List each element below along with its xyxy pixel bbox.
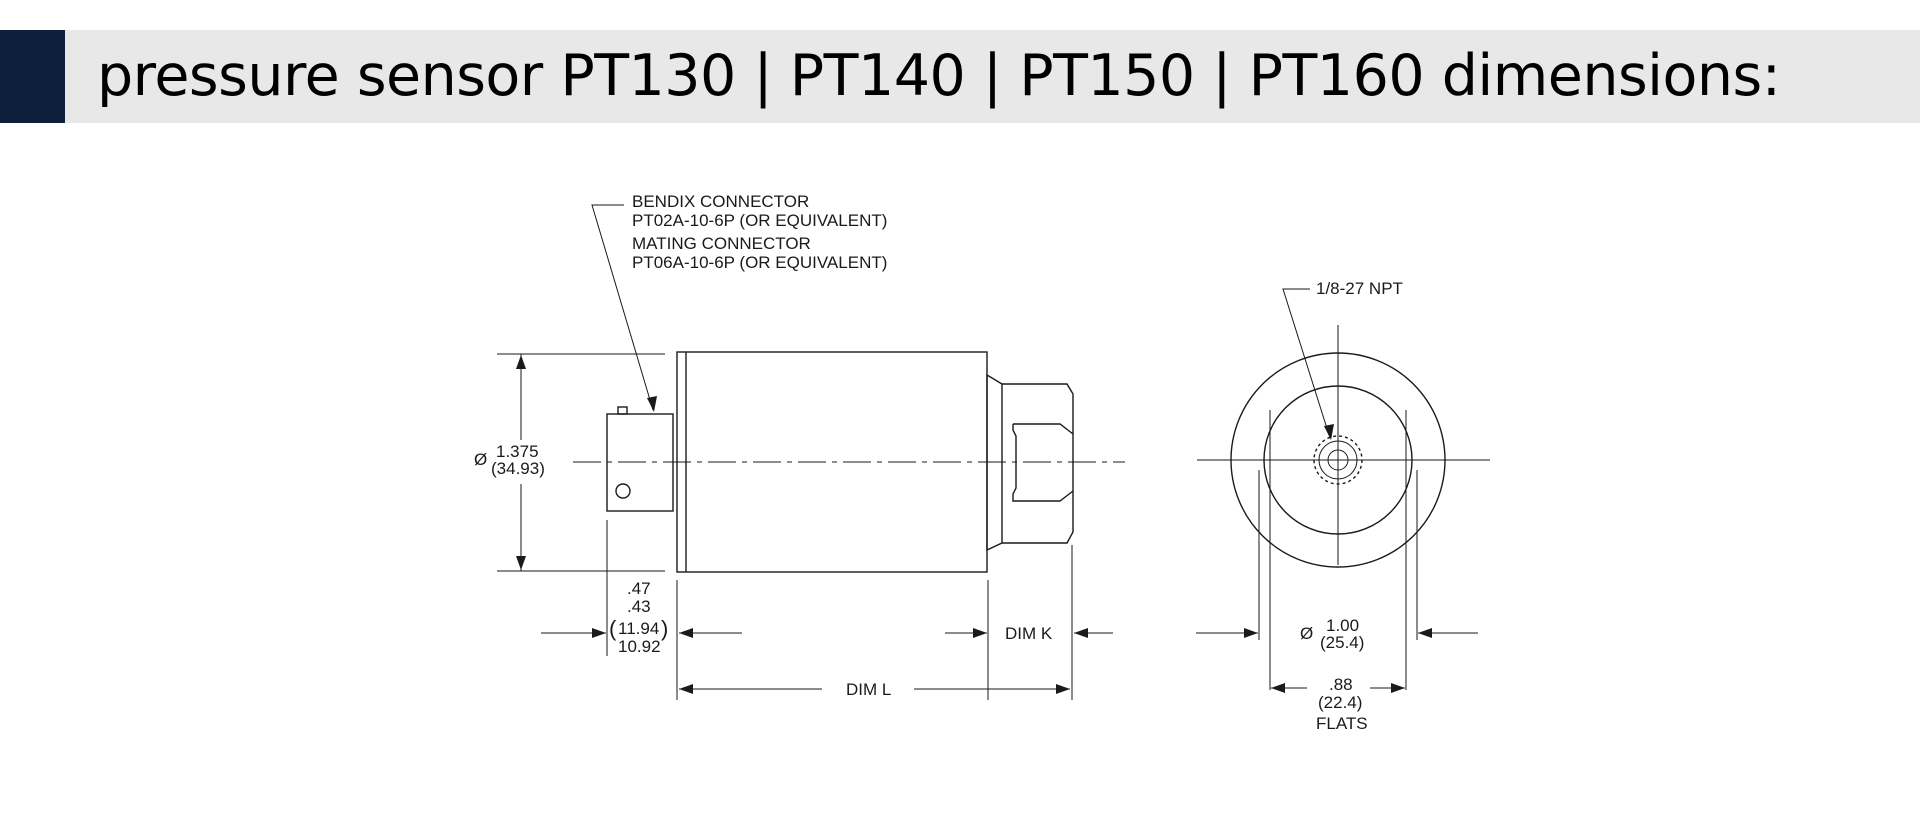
dia-inch: 1.375 — [496, 442, 539, 461]
inner-circle — [1263, 385, 1413, 535]
connector-note-line2: PT02A-10-6P (OR EQUIVALENT) — [632, 211, 887, 230]
dimk-arrow-right — [1074, 628, 1088, 638]
port-arrow-right — [1418, 628, 1432, 638]
npt-leader — [1282, 288, 1331, 439]
title-accent — [0, 30, 65, 123]
arrow-down — [516, 556, 526, 570]
thread-circle-dashed — [1313, 435, 1363, 485]
dimk-arrow-left — [973, 628, 987, 638]
connector-note-line1: BENDIX CONNECTOR — [632, 192, 809, 211]
thread-circle-outer — [1318, 440, 1358, 480]
outer-circle — [1230, 352, 1446, 568]
conn-arrow-left — [592, 628, 606, 638]
connector-note-line3: MATING CONNECTOR — [632, 234, 811, 253]
conn-paren-close: ) — [661, 616, 668, 641]
dim-l-label: DIM L — [846, 680, 891, 699]
conn-mm-min: 10.92 — [618, 637, 661, 656]
connector-hole — [615, 483, 631, 499]
arrow-up — [516, 355, 526, 369]
connector-body — [606, 413, 674, 512]
flats-inch: .88 — [1329, 675, 1353, 694]
npt-label: 1/8-27 NPT — [1316, 279, 1403, 298]
flats-arrow-right — [1391, 683, 1405, 693]
conn-paren-open: ( — [609, 616, 617, 641]
hex-fitting — [986, 373, 1074, 552]
conn-mm-max: 11.94 — [618, 619, 659, 638]
connector-leader-arrow — [647, 396, 657, 412]
dia-mm: (34.93) — [491, 459, 545, 478]
flats-label: FLATS — [1316, 714, 1368, 733]
connector-note-line4: PT06A-10-6P (OR EQUIVALENT) — [632, 253, 887, 272]
dim-k-label: DIM K — [1005, 624, 1053, 643]
dia-symbol: Ø — [474, 450, 487, 469]
port-dia-inch: 1.00 — [1326, 616, 1359, 635]
port-arrow-left — [1244, 628, 1258, 638]
conn-arrow-right — [679, 628, 693, 638]
flats-arrow-left — [1271, 683, 1285, 693]
title-bar: pressure sensor PT130 | PT140 | PT150 | … — [0, 30, 1920, 123]
diml-arrow-left — [679, 684, 693, 694]
connector-leader — [591, 204, 654, 411]
port-dia-mm: (25.4) — [1320, 633, 1364, 652]
thread-section — [1012, 423, 1074, 502]
connector-key — [617, 406, 628, 415]
flats-mm: (22.4) — [1318, 693, 1362, 712]
port-dia-symbol: Ø — [1300, 624, 1313, 643]
npt-leader-arrow — [1324, 424, 1334, 440]
side-view: Ø 1.375 (34.93) BENDIX CONNECTOR PT02A-1… — [474, 192, 1125, 700]
conn-inch-max: .47 — [627, 579, 651, 598]
page-title: pressure sensor PT130 | PT140 | PT150 | … — [97, 43, 1781, 109]
diml-arrow-right — [1056, 684, 1070, 694]
port-hole — [1327, 449, 1349, 471]
conn-inch-min: .43 — [627, 597, 651, 616]
end-view: Ø 1.00 (25.4) .88 (22.4) FLATS 1/8-27 NP… — [1196, 279, 1490, 733]
